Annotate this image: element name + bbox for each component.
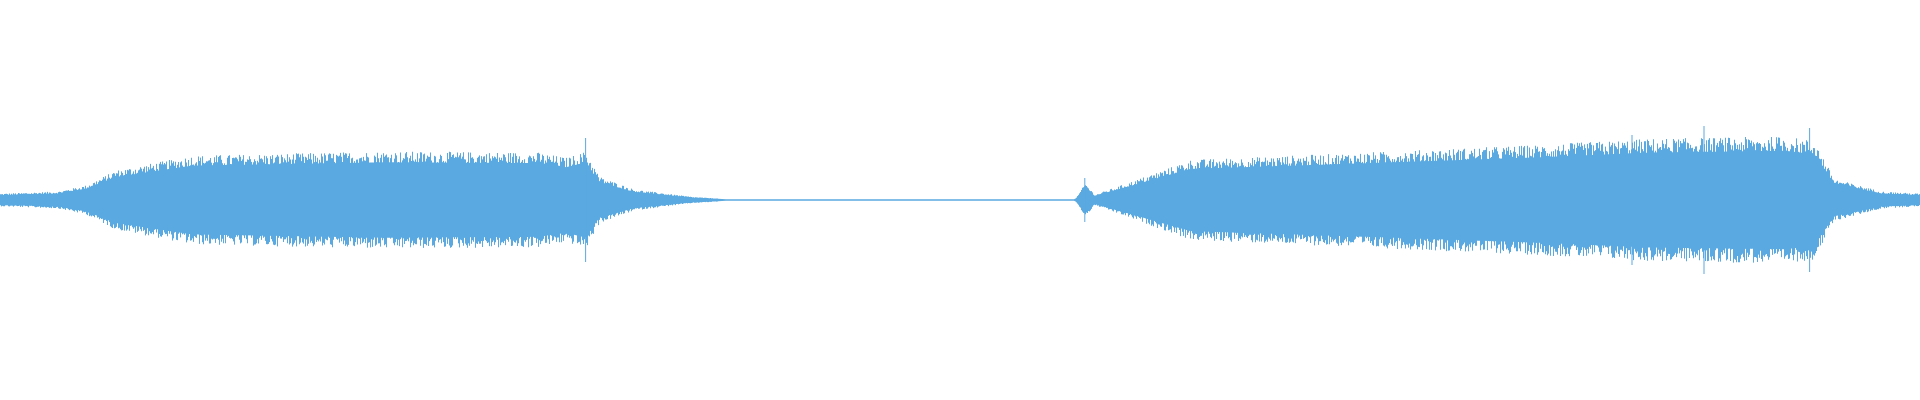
audio-waveform-panel[interactable]	[0, 0, 1920, 400]
audio-waveform[interactable]	[0, 0, 1920, 400]
